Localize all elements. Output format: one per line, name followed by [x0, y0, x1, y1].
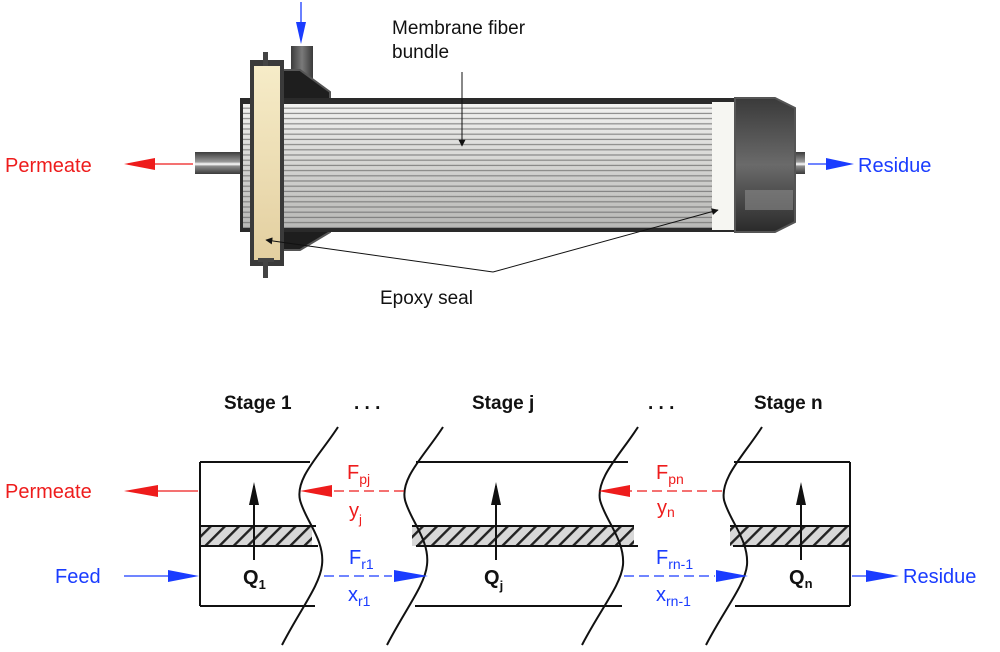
stage-j-box [412, 461, 638, 607]
break-line-1b [386, 426, 444, 646]
flux-label-1: Q1 [243, 567, 266, 592]
gap1-retentate-flow: Fr1 [349, 547, 374, 572]
gap1-permeate-comp: yj [349, 500, 362, 527]
ellipsis-2: . . . [648, 393, 674, 414]
module-permeate-label: Permeate [5, 155, 92, 177]
break-line-2a [581, 426, 639, 646]
left-epoxy-seal [254, 66, 280, 260]
gap2-permeate-flow: Fpn [656, 462, 684, 487]
permeate-label: Permeate [5, 481, 92, 503]
ellipsis-1: . . . [354, 393, 380, 414]
epoxy-seal-label: Epoxy seal [380, 288, 473, 309]
fiber-bundle-label-line1: Membrane fiber [392, 18, 526, 39]
left-seal-pointer [265, 237, 494, 273]
gap2-retentate-comp: xrn-1 [656, 584, 691, 609]
break-line-1a [281, 426, 339, 646]
break-line-2b [705, 426, 763, 646]
gap1-retentate-comp: xr1 [348, 584, 371, 609]
gap2-retentate-flow: Frn-1 [656, 547, 693, 572]
stage-1-title: Stage 1 [224, 393, 292, 414]
module-residue-label: Residue [858, 155, 931, 177]
stage-1-box [199, 461, 318, 607]
membrane-module-illustration: Membrane fiber bundle Epoxy seal Permeat… [5, 2, 931, 309]
stage-schematic: Stage 1 . . . Stage j . . . Stage n [5, 393, 976, 646]
flux-label-j: Qj [484, 567, 503, 593]
feed-label: Feed [55, 566, 101, 588]
fiber-bundle-label-line2: bundle [392, 42, 449, 63]
flux-label-n: Qn [789, 567, 813, 591]
gap1-permeate-flow: Fpj [347, 462, 370, 487]
permeate-outlet-pipe [195, 152, 247, 174]
right-end-cap [734, 97, 796, 233]
stage-n-box [730, 461, 851, 607]
right-seal-pointer [492, 208, 719, 273]
residue-label: Residue [903, 566, 976, 588]
stage-j-title: Stage j [472, 393, 534, 414]
right-epoxy-seal [712, 102, 734, 230]
stage-n-title: Stage n [754, 393, 823, 414]
gap2-permeate-comp: yn [657, 497, 675, 520]
